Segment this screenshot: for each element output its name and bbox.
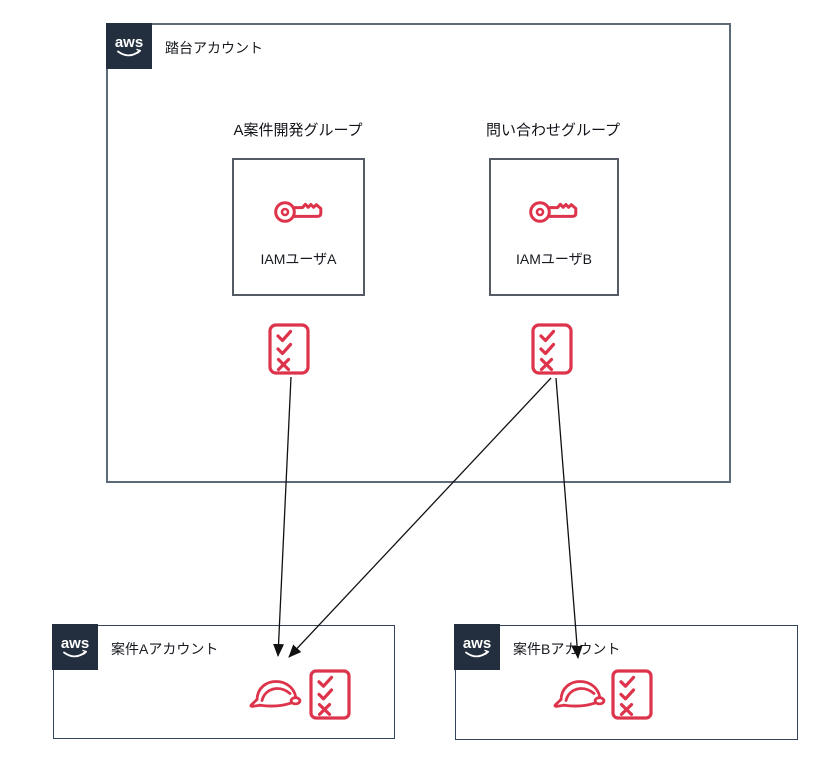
aws-logo-text: aws xyxy=(115,34,143,51)
bastion-account-box: aws 踏台アカウント xyxy=(106,23,731,483)
policy-checklist-icon xyxy=(309,669,351,725)
aws-logo-text: aws xyxy=(61,635,89,652)
aws-logo: aws xyxy=(52,624,98,670)
key-icon xyxy=(272,190,326,233)
iam-group-a-box: IAMユーザA xyxy=(232,158,365,296)
account-b-box: aws 案件Bアカウント xyxy=(454,624,798,740)
policy-checklist-icon xyxy=(268,323,310,380)
group-b-caption: 問い合わせグループ xyxy=(485,122,621,139)
aws-logo-icon: aws xyxy=(61,635,89,658)
account-b-title: 案件Bアカウント xyxy=(513,641,621,657)
iam-group-b-box: IAMユーザB xyxy=(489,158,619,296)
policy-checklist-icon xyxy=(611,669,653,725)
key-icon xyxy=(527,190,581,233)
account-a-box: aws 案件Aアカウント xyxy=(52,624,395,739)
aws-logo-icon: aws xyxy=(463,635,491,658)
aws-logo-icon: aws xyxy=(115,34,143,57)
iam-user-a-label: IAMユーザA xyxy=(260,251,337,267)
account-a-title: 案件Aアカウント xyxy=(111,641,219,657)
aws-logo: aws xyxy=(106,23,152,69)
iam-user-b-label: IAMユーザB xyxy=(516,251,592,267)
bastion-account-title: 踏台アカウント xyxy=(165,40,263,56)
policy-checklist-icon xyxy=(531,323,573,380)
group-a-caption: A案件開発グループ xyxy=(233,122,363,139)
aws-logo-text: aws xyxy=(463,635,491,652)
role-hat-icon xyxy=(552,675,608,716)
aws-logo: aws xyxy=(454,624,500,670)
role-hat-icon xyxy=(248,675,304,716)
